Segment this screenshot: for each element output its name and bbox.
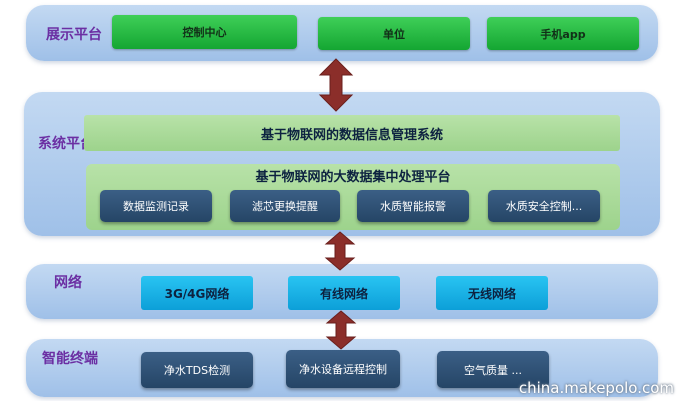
module-water-safety-control[interactable]: 水质安全控制... (488, 190, 600, 222)
terminal-layer-label: 智能终端 (42, 351, 98, 367)
double-arrow-icon (324, 231, 356, 271)
control-center-button[interactable]: 控制中心 (112, 15, 297, 49)
network-layer-label: 网络 (54, 275, 82, 291)
terminal-remote-control[interactable]: 净水设备远程控制 (286, 350, 400, 388)
watermark: china.makepolo.com (518, 379, 674, 397)
module-water-quality-alarm[interactable]: 水质智能报警 (357, 190, 469, 222)
big-data-platform-title: 基于物联网的大数据集中处理平台 (255, 169, 451, 185)
terminal-air-quality[interactable]: 空气质量 ... (437, 351, 549, 388)
mobile-app-button[interactable]: 手机app (487, 17, 639, 50)
unit-button[interactable]: 单位 (318, 17, 470, 50)
double-arrow-icon (325, 310, 357, 350)
network-wireless[interactable]: 无线网络 (436, 276, 548, 310)
display-layer-label: 展示平台 (46, 27, 102, 43)
double-arrow-icon (318, 58, 354, 112)
module-data-monitoring-record[interactable]: 数据监测记录 (100, 190, 212, 222)
system-layer-label: 系统平台 (38, 136, 94, 152)
terminal-tds-detection[interactable]: 净水TDS检测 (141, 352, 253, 388)
module-filter-replacement-reminder[interactable]: 滤芯更换提醒 (230, 190, 340, 222)
data-management-system-bar: 基于物联网的数据信息管理系统 (84, 115, 620, 151)
network-wired[interactable]: 有线网络 (288, 276, 400, 310)
network-3g4g[interactable]: 3G/4G网络 (141, 276, 253, 310)
